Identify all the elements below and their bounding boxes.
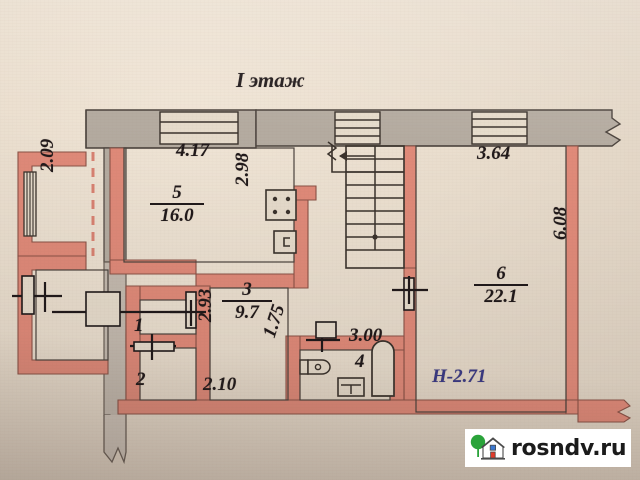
bathtub-icon bbox=[371, 340, 395, 397]
room-number-6: 6 bbox=[496, 263, 506, 284]
break-line-bottom-left bbox=[103, 415, 127, 465]
dimension-corridor-horizontal: 2.10 bbox=[203, 374, 237, 395]
room-number-1: 1 bbox=[134, 315, 144, 336]
room-number-5: 5 bbox=[172, 182, 182, 203]
page-title: I этаж bbox=[236, 68, 305, 92]
dimension-balcony-width: 2.09 bbox=[37, 138, 58, 172]
dimension-room5-depth: 2.98 bbox=[232, 152, 253, 186]
dimension-bath-width: 3.00 bbox=[349, 325, 383, 346]
dimension-room5-width: 4.17 bbox=[176, 140, 210, 161]
door-openings bbox=[12, 275, 428, 360]
room-number-3: 3 bbox=[242, 279, 252, 300]
window-top-left bbox=[159, 111, 239, 145]
sink-icon bbox=[273, 230, 297, 254]
room-number-4: 4 bbox=[355, 351, 365, 372]
washbasin-icon bbox=[337, 377, 365, 397]
staircase-icon bbox=[326, 141, 405, 269]
room-label-3: 3 9.7 bbox=[222, 280, 272, 322]
house-tree-icon bbox=[470, 434, 505, 460]
toilet-icon bbox=[299, 359, 331, 375]
dimension-corridor-vertical: 2.93 bbox=[195, 288, 216, 322]
room-number-2: 2 bbox=[136, 369, 146, 390]
room-area-5: 16.0 bbox=[160, 205, 194, 226]
watermark: rosndv.ru bbox=[465, 429, 631, 467]
window-top-right bbox=[471, 111, 528, 145]
room-area-6: 22.1 bbox=[484, 286, 518, 307]
stove-icon bbox=[265, 189, 297, 221]
room-label-5: 5 16.0 bbox=[150, 183, 204, 225]
balcony-glazing bbox=[23, 171, 37, 237]
watermark-text: rosndv.ru bbox=[511, 435, 627, 461]
window-top-middle bbox=[334, 111, 381, 145]
ceiling-height-label: Н-2.71 bbox=[432, 366, 487, 387]
dimension-room6-width: 3.64 bbox=[477, 143, 511, 164]
dimension-room6-depth: 6.08 bbox=[550, 206, 571, 240]
room-label-6: 6 22.1 bbox=[474, 264, 528, 306]
room-area-3: 9.7 bbox=[235, 302, 259, 323]
